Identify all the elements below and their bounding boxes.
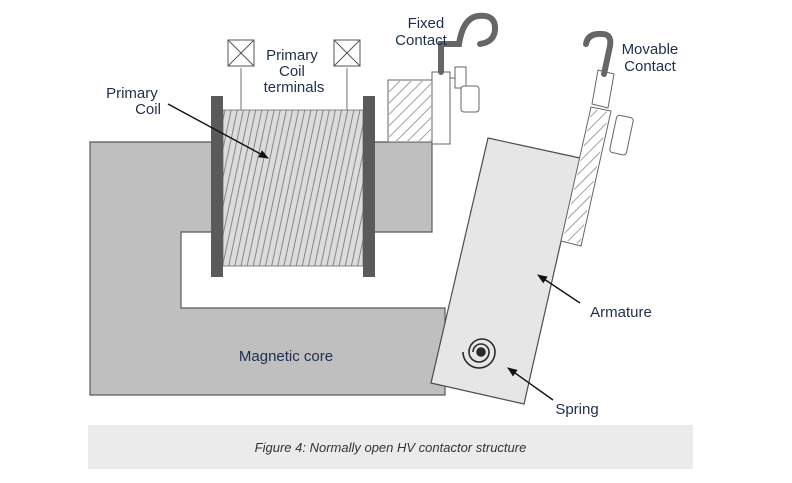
movable-contact-hook-icon (583, 30, 614, 77)
fixed-contact-assembly (387, 12, 499, 145)
spring-pointer-arrow (507, 367, 554, 401)
label-spring: Spring (555, 401, 598, 418)
armature-pointer-arrow (537, 274, 581, 304)
movable-contact-assembly (560, 30, 634, 247)
label-armature: Armature (590, 304, 652, 321)
terminal-right-icon (333, 39, 361, 67)
label-fixed-contact: Fixed Contact (395, 15, 448, 49)
spring-icon (462, 338, 496, 369)
fixed-contact-hook-icon (438, 12, 499, 75)
label-primary-coil-terminals: Primary Coil terminals (264, 47, 325, 96)
label-movable-contact: Movable Contact (622, 41, 683, 75)
coil-flange-left (211, 96, 223, 277)
figure-caption: Figure 4: Normally open HV contactor str… (254, 439, 527, 455)
caption-bar: Figure 4: Normally open HV contactor str… (88, 425, 693, 469)
coil-flange-right (363, 96, 375, 277)
label-primary-coil: Primary Coil (106, 85, 162, 118)
terminal-left-icon (227, 39, 255, 67)
coil-pointer-arrow (167, 103, 269, 159)
label-magnetic-core: Magnetic core (239, 348, 333, 365)
primary-coil-hatching (223, 110, 363, 266)
armature (430, 137, 581, 405)
